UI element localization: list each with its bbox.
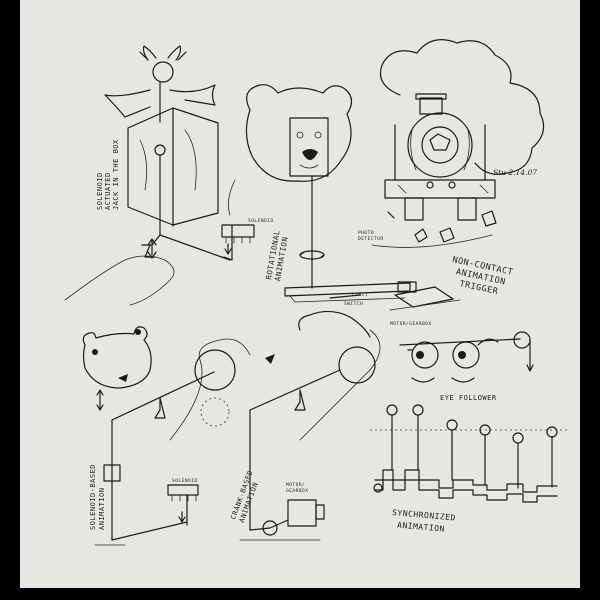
label-limit-line2: SWITCH xyxy=(344,301,363,307)
svg-text:SOLENOID-BASED ANIMATION: SOLENOID-BASED ANIMATION xyxy=(89,459,106,530)
train-trigger-drawing xyxy=(371,39,545,248)
label-motor-gearbox-bottom: MOTOR/ GEARBOX xyxy=(286,482,308,494)
svg-text:ROTATIONAL ANIMATION: ROTATIONAL ANIMATION xyxy=(264,224,291,281)
label-solenoid-based-line1: SOLENOID-BASED xyxy=(89,464,97,530)
label-eye-follower: EYE FOLLOWER xyxy=(440,394,497,402)
connector-outlines xyxy=(64,179,381,441)
label-photo-line1: PHOTO xyxy=(358,230,374,236)
solenoid-based-drawing xyxy=(82,326,236,546)
svg-text:SYNCHRONIZED ANIMATION: SYNCHRONIZED ANIMATION xyxy=(391,508,462,535)
label-solenoid-top: SOLENOID xyxy=(248,218,274,224)
signature: Stu 2.14.07 xyxy=(493,168,537,177)
label-limit: LIMIT SWITCH xyxy=(344,292,371,307)
label-solenoid-bottom: SOLENOID xyxy=(172,478,198,484)
crank-based-drawing xyxy=(239,310,376,541)
synchronized-drawing xyxy=(370,404,570,503)
label-solenoid-based-line2: ANIMATION xyxy=(98,488,106,530)
label-photo: PHOTO DETECTOR xyxy=(358,230,384,242)
label-photo-line2: DETECTOR xyxy=(358,236,384,242)
label-jack-line2: ACTUATED xyxy=(104,172,112,210)
label-motor-gearbox-top: MOTOR/GEARBOX xyxy=(390,321,432,327)
label-synchronized-line2: ANIMATION xyxy=(397,521,445,534)
label-motor-line2: GEARBOX xyxy=(286,488,308,494)
svg-text:CRANK-BASED ANIMATION: CRANK-BASED ANIMATION xyxy=(229,465,264,524)
eye-follower-drawing xyxy=(399,331,534,383)
label-jack-line1: SOLENOID xyxy=(96,172,104,210)
jack-in-the-box-drawing xyxy=(104,45,255,261)
label-limit-line1: LIMIT xyxy=(352,292,368,298)
svg-text:NON-CONTACT ANIMATION: NON-CONTACT ANIMATION TRIGGER xyxy=(447,255,520,300)
svg-text:SOLENOID ACTUATED: SOLENOID ACTUATED JACK IN THE BOX xyxy=(96,139,120,210)
bear-rotational-drawing xyxy=(245,84,461,311)
label-motor-line1: MOTOR/ xyxy=(286,482,305,488)
label-jack-line3: JACK IN THE BOX xyxy=(112,139,120,210)
